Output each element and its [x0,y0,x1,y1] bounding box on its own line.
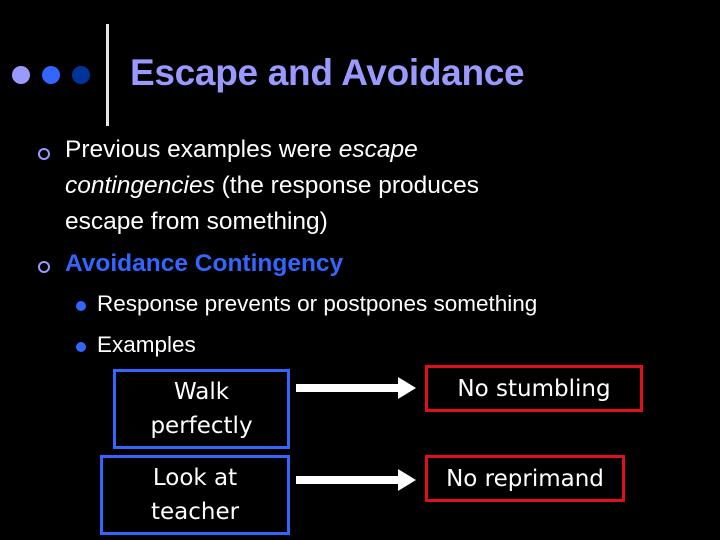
arrow-shaft [296,476,400,484]
bullet-ring-icon [38,148,50,160]
outcome-box-reprimand: No reprimand [425,455,625,502]
bullet-italic-text: contingencies [65,172,215,199]
bullet-line: escape from something) [65,208,328,235]
bullet-italic-text: escape [338,136,418,163]
box-text: Walk [173,379,230,405]
bullet-dot-icon [76,342,86,352]
slide-title: Escape and Avoidance [130,52,525,93]
bullet-text: (the response produces [214,172,480,199]
bullet-line: Previous examples were escape [65,132,418,168]
decor-dot-icon [12,66,30,84]
bullet-text: Previous examples were [65,136,339,163]
sub-bullet: Examples [97,332,196,357]
bullet-avoidance-contingency: Avoidance Contingency [65,250,344,277]
box-text: Look at [152,465,238,491]
sub-bullet: Response prevents or postpones something [97,291,538,316]
response-box-walk: Walk perfectly [113,369,290,449]
bullet-ring-icon [38,261,50,273]
arrow-shaft [296,384,400,392]
decor-dot-icon [42,66,60,84]
bullet-line: contingencies (the response produces [65,168,479,204]
box-text: perfectly [150,413,253,439]
box-text: teacher [150,499,240,525]
arrow-right-icon [398,469,416,491]
arrow-right-icon [398,377,416,399]
title-divider [106,24,109,126]
bullet-dot-icon [76,301,86,311]
response-box-look: Look at teacher [100,455,290,535]
decor-dot-icon [72,66,90,84]
outcome-box-stumbling: No stumbling [425,365,643,412]
